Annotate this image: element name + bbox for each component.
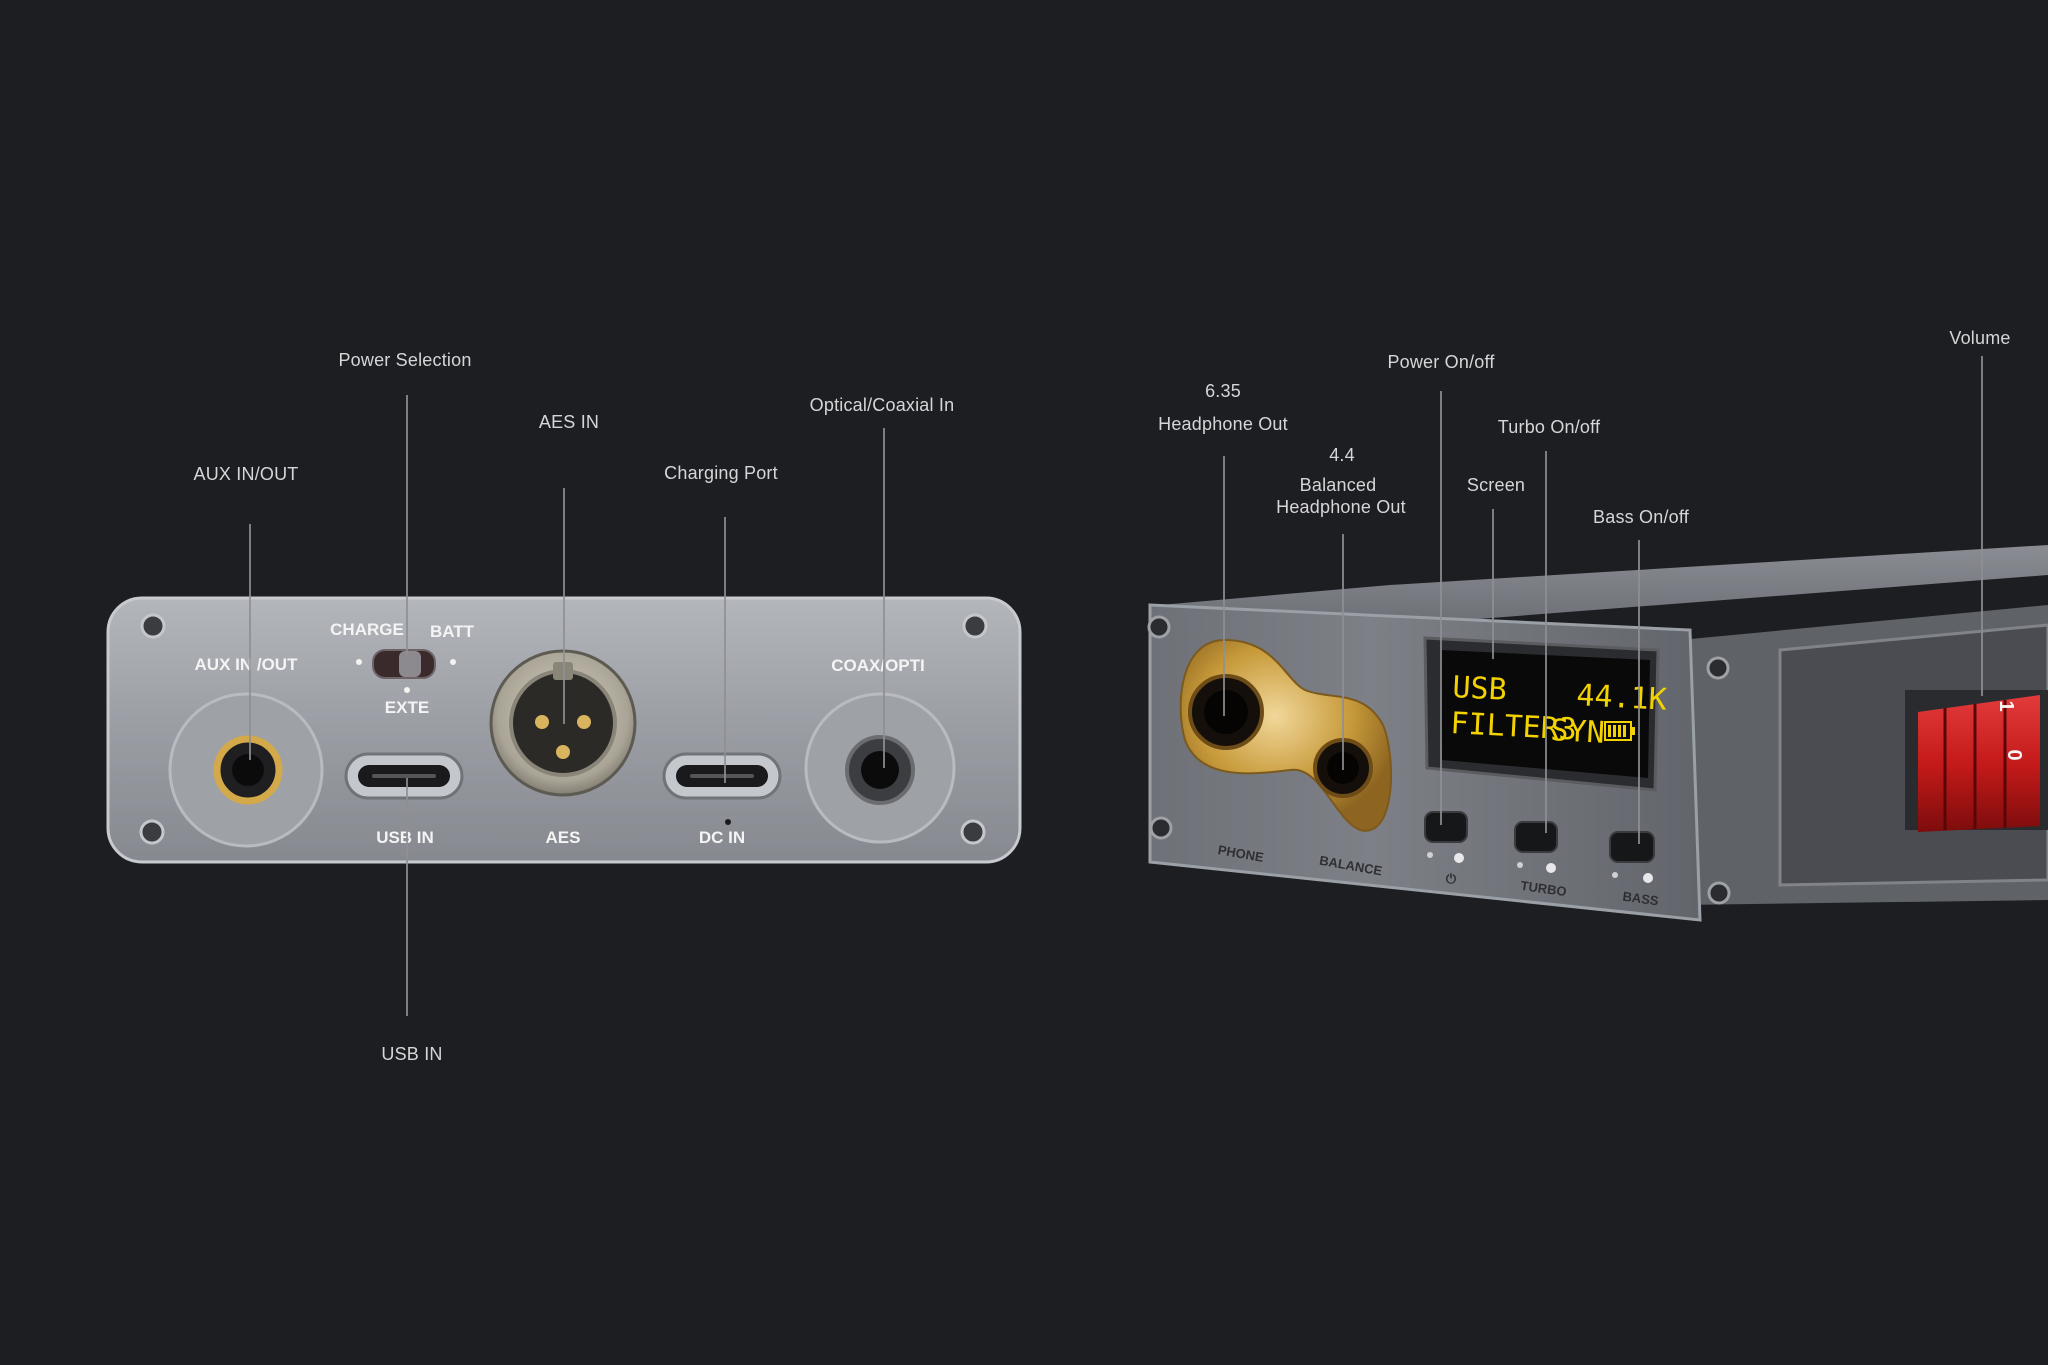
- label-size-635: 6.35: [1205, 381, 1241, 401]
- oled-rate: 44.1K: [1576, 678, 1668, 718]
- leader-optical: [883, 428, 885, 768]
- dc-in-port[interactable]: [662, 752, 782, 825]
- label-headphone-out: Headphone Out: [1158, 414, 1288, 434]
- label-power-onoff: Power On/off: [1387, 352, 1495, 372]
- volume-digit-bottom: 0: [2003, 749, 2025, 760]
- rear-screws: [139, 613, 988, 845]
- front-print-turbo: TURBO: [1520, 878, 1568, 899]
- front-device: [1147, 545, 2048, 922]
- label-aux: AUX IN/OUT: [193, 464, 299, 484]
- label-turbo: Turbo On/off: [1497, 417, 1601, 437]
- rear-print-coax: COAX/OPTI: [831, 656, 925, 675]
- rear-print-aux: AUX IN /OUT: [195, 655, 299, 674]
- usb-c-port[interactable]: [344, 752, 464, 800]
- label-aes: AES IN: [538, 412, 600, 432]
- leader-bass: [1638, 540, 1640, 844]
- oled-sync: SYN: [1550, 713, 1606, 751]
- front-screws: [1147, 615, 1731, 905]
- volume-digit-top: 1: [1995, 700, 2017, 711]
- label-bass: Bass On/off: [1593, 507, 1689, 527]
- leader-screen: [1492, 509, 1494, 659]
- front-print-power: ⏻: [1446, 871, 1457, 886]
- leader-turbo: [1545, 451, 1547, 833]
- leader-aux: [249, 524, 251, 760]
- oled-source: USB: [1452, 670, 1508, 708]
- label-size-44: 4.4: [1329, 445, 1355, 465]
- aux-jack[interactable]: [168, 692, 324, 848]
- leader-aes: [563, 488, 565, 724]
- label-usb: USB IN: [381, 1044, 443, 1064]
- rear-print-charge: CHARGE: [330, 620, 404, 639]
- leader-usb: [406, 778, 408, 1016]
- leader-volume: [1981, 356, 1983, 696]
- label-charging: Charging Port: [664, 463, 778, 483]
- power-switch[interactable]: [1424, 811, 1468, 863]
- label-screen: Screen: [1466, 475, 1526, 495]
- leader-power-onoff: [1440, 391, 1442, 825]
- coax-optical-jack[interactable]: [804, 692, 956, 844]
- rear-print-aes: AES: [546, 828, 581, 847]
- power-selection-switch[interactable]: [356, 649, 456, 693]
- label-power-selection: Power Selection: [338, 350, 472, 370]
- rear-print-exte: EXTE: [385, 698, 429, 717]
- oled-filter: FILTER3: [1450, 706, 1578, 748]
- leader-power-selection: [406, 395, 408, 657]
- front-print-bass: BASS: [1622, 889, 1660, 909]
- label-volume: Volume: [1949, 328, 2011, 348]
- leader-headphone-635: [1223, 456, 1225, 716]
- volume-knob[interactable]: [1905, 690, 2048, 832]
- rear-print-batt: BATT: [430, 622, 475, 641]
- label-balanced: Balanced: [1299, 475, 1377, 495]
- leader-balanced-44: [1342, 534, 1344, 770]
- rear-print-usb: USB IN: [376, 828, 434, 847]
- rear-print-dc: DC IN: [699, 828, 745, 847]
- label-optical: Optical/Coaxial In: [809, 395, 955, 415]
- label-balanced-out: Headphone Out: [1276, 497, 1406, 517]
- bass-switch[interactable]: [1609, 831, 1655, 883]
- leader-charging: [724, 517, 726, 783]
